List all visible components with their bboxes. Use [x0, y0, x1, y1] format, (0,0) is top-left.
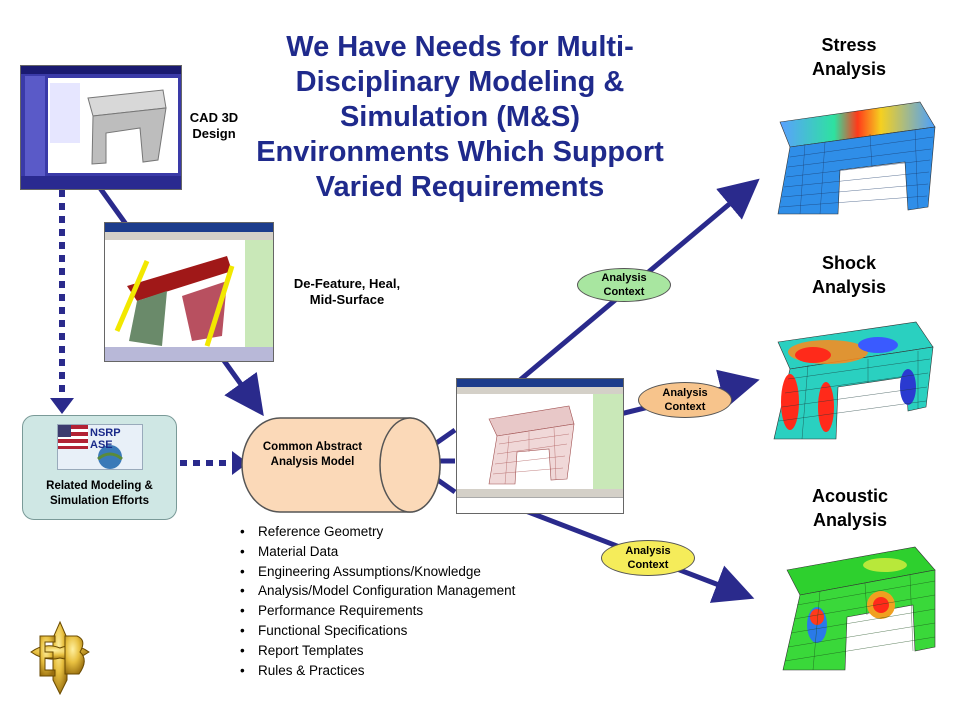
acoustic-label-line-2: Analysis: [812, 510, 888, 530]
company-logo-icon: [30, 620, 90, 696]
cad-label-line-1: CAD 3D: [189, 110, 239, 125]
arrow-related-to-common-head: [232, 451, 248, 475]
list-item: Material Data: [240, 542, 515, 562]
defeature-label: De-Feature, Heal, Mid-Surface: [272, 276, 422, 308]
related-label-line-2: Simulation Efforts: [49, 495, 150, 507]
stress-label: Stress Analysis: [790, 33, 908, 81]
analysis-context-stress: Analysis Context: [577, 268, 671, 302]
mesh-model-preview: [488, 405, 575, 485]
title-line-3: Simulation (M&S): [339, 101, 581, 133]
analysis-context-acoustic: Analysis Context: [601, 540, 695, 576]
defeature-label-line-1: De-Feature, Heal,: [293, 276, 401, 291]
stress-label-line-2: Analysis: [811, 59, 887, 79]
nsrp-logo-text: NSRP ASE: [90, 427, 121, 451]
list-item: Performance Requirements: [240, 601, 515, 621]
context-shock-line-1: Analysis: [662, 387, 708, 399]
title-line-2: Disciplinary Modeling &: [295, 66, 625, 98]
title-line-5: Varied Requirements: [315, 171, 605, 203]
shock-label-line-1: Shock: [821, 253, 877, 273]
acoustic-label-line-1: Acoustic: [811, 486, 889, 506]
defeature-screenshot: [104, 222, 274, 362]
common-label-line-1: Common Abstract: [262, 441, 363, 453]
nsrp-flag-icon: [58, 425, 123, 469]
shock-result-image: [773, 321, 934, 440]
common-model-label: Common Abstract Analysis Model: [245, 440, 380, 470]
context-acoustic-line-1: Analysis: [625, 545, 671, 557]
context-acoustic-line-2: Context: [627, 559, 669, 571]
list-item: Rules & Practices: [240, 661, 515, 681]
context-stress-line-2: Context: [603, 286, 645, 298]
stress-label-line-1: Stress: [821, 35, 877, 55]
slide-title: We Have Needs for Multi- Disciplinary Mo…: [225, 30, 695, 205]
title-line-4: Environments Which Support: [256, 136, 664, 168]
acoustic-result-image: [782, 546, 936, 671]
nsrp-ase-logo: NSRP ASE: [57, 424, 143, 470]
context-shock-line-2: Context: [664, 401, 706, 413]
context-stress-line-1: Analysis: [601, 272, 647, 284]
related-label: Related Modeling & Simulation Efforts: [23, 479, 176, 509]
mesh-screenshot: [456, 378, 624, 514]
defeature-label-line-2: Mid-Surface: [309, 292, 385, 307]
related-label-line-1: Related Modeling &: [46, 480, 153, 492]
arrow-mesh-to-common-b: [410, 459, 457, 495]
cad-screenshot: [20, 65, 182, 190]
analysis-context-shock: Analysis Context: [638, 382, 732, 418]
list-item: Engineering Assumptions/Knowledge: [240, 562, 515, 582]
list-item: Reference Geometry: [240, 522, 515, 542]
stress-result-image: [777, 101, 936, 215]
cad-model-preview: [50, 83, 167, 165]
list-item: Analysis/Model Configuration Management: [240, 581, 515, 601]
shock-label: Shock Analysis: [790, 251, 908, 299]
related-efforts-box: NSRP ASE Related Modeling & Simulation E…: [22, 415, 177, 520]
common-label-line-2: Analysis Model: [270, 456, 355, 468]
title-line-1: We Have Needs for Multi-: [286, 31, 634, 63]
list-item: Functional Specifications: [240, 621, 515, 641]
acoustic-label: Acoustic Analysis: [785, 484, 915, 532]
arrow-cad-to-related-head: [50, 398, 74, 414]
defeature-model-preview: [114, 256, 235, 347]
arrow-mesh-to-common-a: [410, 427, 457, 463]
shock-label-line-2: Analysis: [811, 277, 887, 297]
cad-label-line-2: Design: [192, 126, 236, 141]
cad-label: CAD 3D Design: [186, 110, 242, 142]
model-contents-list: Reference Geometry Material Data Enginee…: [240, 522, 515, 680]
list-item: Report Templates: [240, 641, 515, 661]
